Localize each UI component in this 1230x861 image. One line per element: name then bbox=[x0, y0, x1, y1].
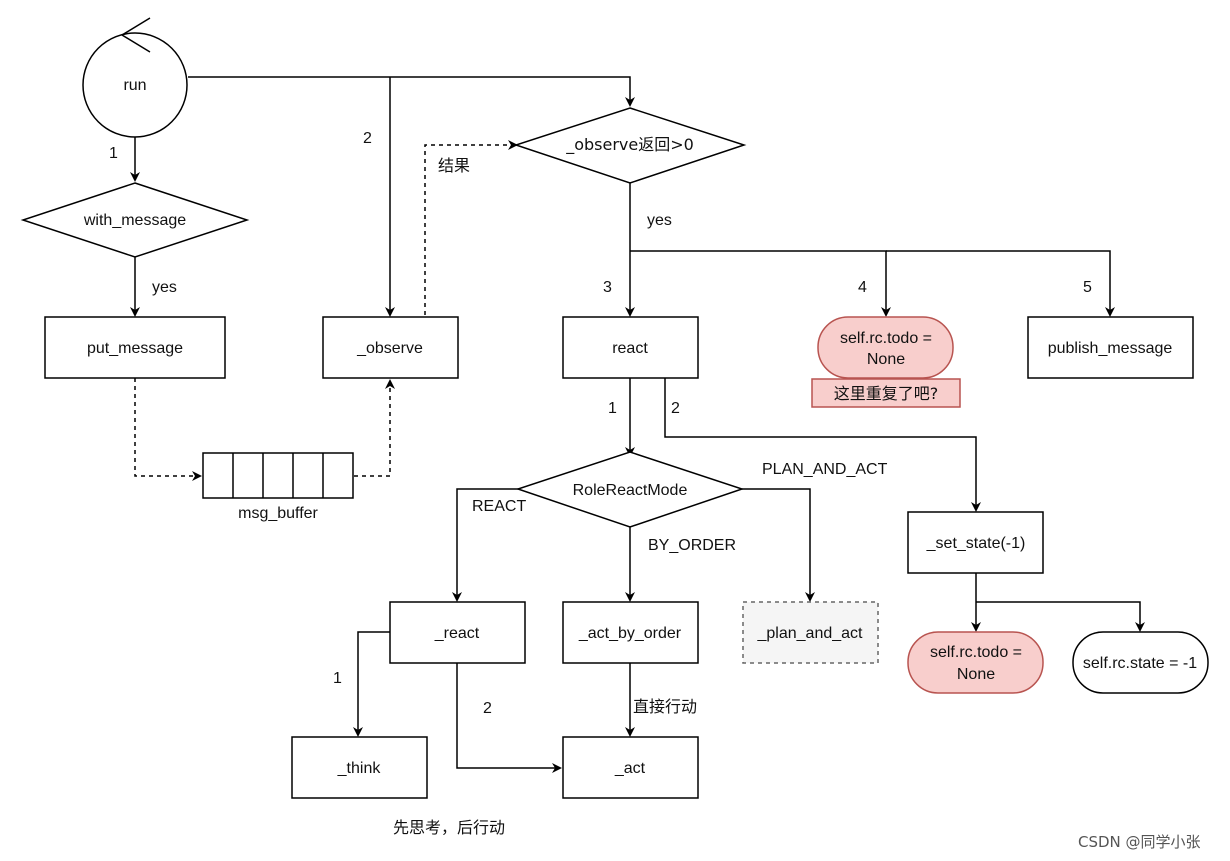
edge-observe-result bbox=[424, 140, 518, 315]
publish-message-label: publish_message bbox=[1048, 340, 1173, 357]
put-message-box: put_message bbox=[44, 316, 226, 379]
act-by-order-box: _act_by_order bbox=[562, 601, 699, 664]
observe-check-decision: _observe返回>0 bbox=[513, 107, 747, 184]
react-box: react bbox=[562, 316, 699, 379]
think-box: _think bbox=[291, 736, 428, 799]
publish-message-box: publish_message bbox=[1027, 316, 1194, 379]
watermark: CSDN @同学小张 bbox=[1078, 833, 1201, 851]
act-box: _act bbox=[562, 736, 699, 799]
todo-none-top-line2: None bbox=[867, 351, 905, 368]
edge-react-to-set-state bbox=[664, 378, 981, 512]
edge-to-publish-message bbox=[886, 250, 1115, 317]
edge-label-react-inner-1: 1 bbox=[333, 670, 342, 687]
rc-state-node: self.rc.state = -1 bbox=[1072, 631, 1209, 694]
edge-label-run-1: 1 bbox=[109, 145, 118, 162]
edge-label-step-3: 3 bbox=[603, 279, 612, 296]
todo-none-bottom-line2: None bbox=[957, 666, 995, 683]
todo-none-top-line1: self.rc.todo = bbox=[840, 330, 932, 347]
edge-set-state-to-rc-state bbox=[976, 601, 1145, 632]
rc-state-label: self.rc.state = -1 bbox=[1083, 655, 1197, 672]
msg-buffer-label: msg_buffer bbox=[238, 505, 318, 522]
edge-label-step-5: 5 bbox=[1083, 279, 1092, 296]
edge-label-step-4: 4 bbox=[858, 279, 867, 296]
msg-buffer-queue: msg_buffer bbox=[202, 452, 354, 522]
edge-react-to-act bbox=[456, 663, 562, 773]
edge-label-direct-act: 直接行动 bbox=[633, 697, 697, 716]
loop-arrow-icon bbox=[120, 17, 151, 53]
observe-label: _observe bbox=[356, 340, 423, 357]
observe-box: _observe bbox=[322, 316, 459, 379]
observe-check-label: _observe返回>0 bbox=[565, 135, 694, 155]
edge-label-run-2: 2 bbox=[363, 130, 372, 147]
edge-react-to-think bbox=[353, 631, 390, 737]
edge-label-mode-plan-and-act: PLAN_AND_ACT bbox=[762, 461, 888, 478]
edge-label-observe-result: 结果 bbox=[438, 156, 470, 175]
todo-none-bottom-line1: self.rc.todo = bbox=[930, 644, 1022, 661]
react-inner-label: _react bbox=[434, 625, 480, 642]
set-state-box: _set_state(-1) bbox=[907, 511, 1044, 574]
react-label: react bbox=[612, 340, 648, 357]
edge-label-react-2: 2 bbox=[671, 400, 680, 417]
todo-none-top-node: self.rc.todo = None bbox=[817, 316, 954, 379]
role-react-mode-decision: RoleReactMode bbox=[515, 451, 745, 528]
edge-label-with-message-yes: yes bbox=[152, 279, 177, 296]
plan-and-act-box: _plan_and_act bbox=[742, 601, 879, 664]
act-label: _act bbox=[614, 760, 646, 777]
edge-mode-plan-and-act bbox=[742, 488, 815, 602]
edge-put-message-to-buffer bbox=[134, 378, 202, 481]
repeat-note: 这里重复了吧? bbox=[811, 378, 961, 408]
todo-none-bottom-node: self.rc.todo = None bbox=[907, 631, 1044, 694]
edge-to-todo-none-top bbox=[630, 250, 891, 317]
run-label: run bbox=[123, 77, 146, 94]
think-label: _think bbox=[337, 760, 382, 777]
edge-label-mode-by-order: BY_ORDER bbox=[648, 537, 736, 554]
edge-label-mode-react: REACT bbox=[472, 498, 526, 515]
role-react-mode-label: RoleReactMode bbox=[573, 482, 688, 499]
edge-label-think-then-act: 先思考，后行动 bbox=[393, 818, 505, 837]
edge-label-observe-check-yes: yes bbox=[647, 212, 672, 229]
put-message-label: put_message bbox=[87, 340, 183, 357]
edge-label-react-inner-2: 2 bbox=[483, 700, 492, 717]
with-message-decision: with_message bbox=[20, 182, 250, 258]
repeat-note-label: 这里重复了吧? bbox=[834, 384, 939, 403]
react-inner-box: _react bbox=[389, 601, 526, 664]
edge-buffer-to-observe bbox=[354, 379, 395, 477]
edge-run-to-observe-check bbox=[188, 76, 635, 107]
edge-label-react-1: 1 bbox=[608, 400, 617, 417]
with-message-label: with_message bbox=[83, 212, 186, 229]
act-by-order-label: _act_by_order bbox=[578, 625, 682, 642]
plan-and-act-label: _plan_and_act bbox=[757, 625, 864, 642]
run-node: run bbox=[82, 17, 188, 138]
set-state-label: _set_state(-1) bbox=[926, 535, 1026, 552]
